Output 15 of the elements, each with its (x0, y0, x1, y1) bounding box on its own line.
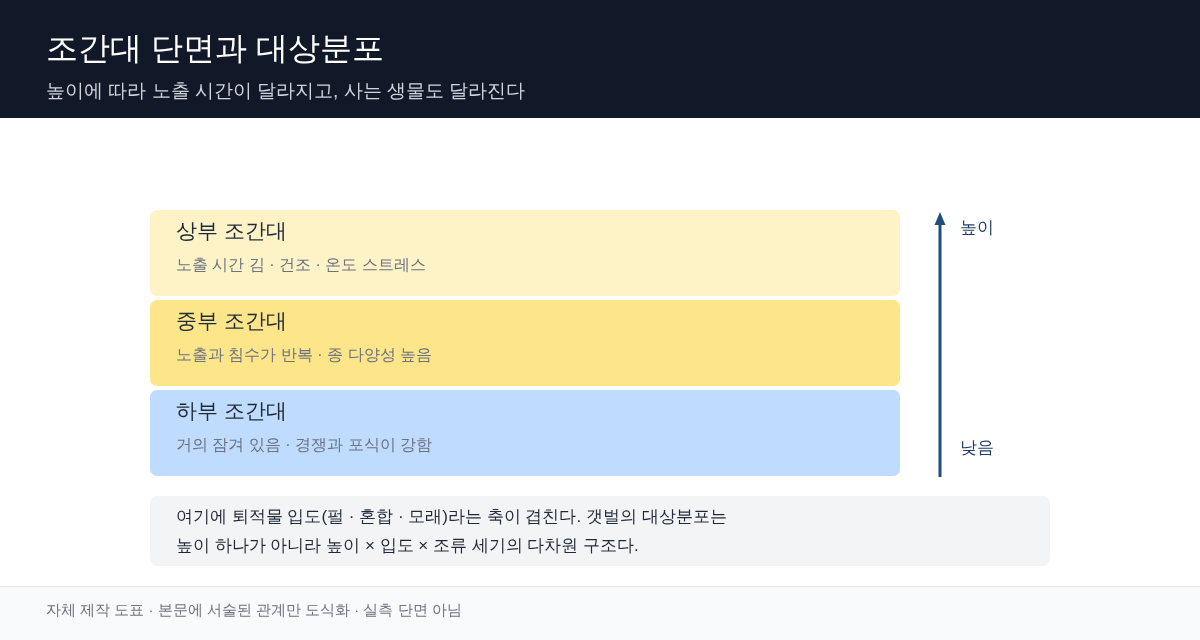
band-heading: 상부 조간대 (176, 218, 287, 244)
footer-note: 자체 제작 도표 · 본문에 서술된 관계만 도식화 · 실측 단면 아님 (46, 600, 462, 620)
band-text: 노출과 침수가 반복 · 종 다양성 높음 (176, 345, 432, 365)
axis-label: 낮음 (960, 437, 994, 459)
band-box (150, 210, 900, 296)
band-box (150, 300, 900, 386)
title: 조간대 단면과 대상분포 (46, 29, 384, 68)
band-box (150, 390, 900, 476)
band-heading: 하부 조간대 (176, 398, 287, 424)
band-text: 거의 잠겨 있음 · 경쟁과 포식이 강함 (176, 435, 432, 455)
note-text: 여기에 퇴적물 입도(펄 · 혼합 · 모래)라는 축이 겹친다. 갯벌의 대상분포는 높이 하나가 아니라 높이 × 입도 × 조류 세기의 다차원 구조다. (176, 506, 728, 557)
subtitle: 높이에 따라 노출 시간이 달라지고, 사는 생물도 달라진다 (46, 79, 526, 103)
band-text: 노출 시간 김 · 건조 · 온도 스트레스 (176, 255, 426, 275)
axis-label: 높이 (960, 217, 994, 239)
band-heading: 중부 조간대 (176, 308, 287, 334)
